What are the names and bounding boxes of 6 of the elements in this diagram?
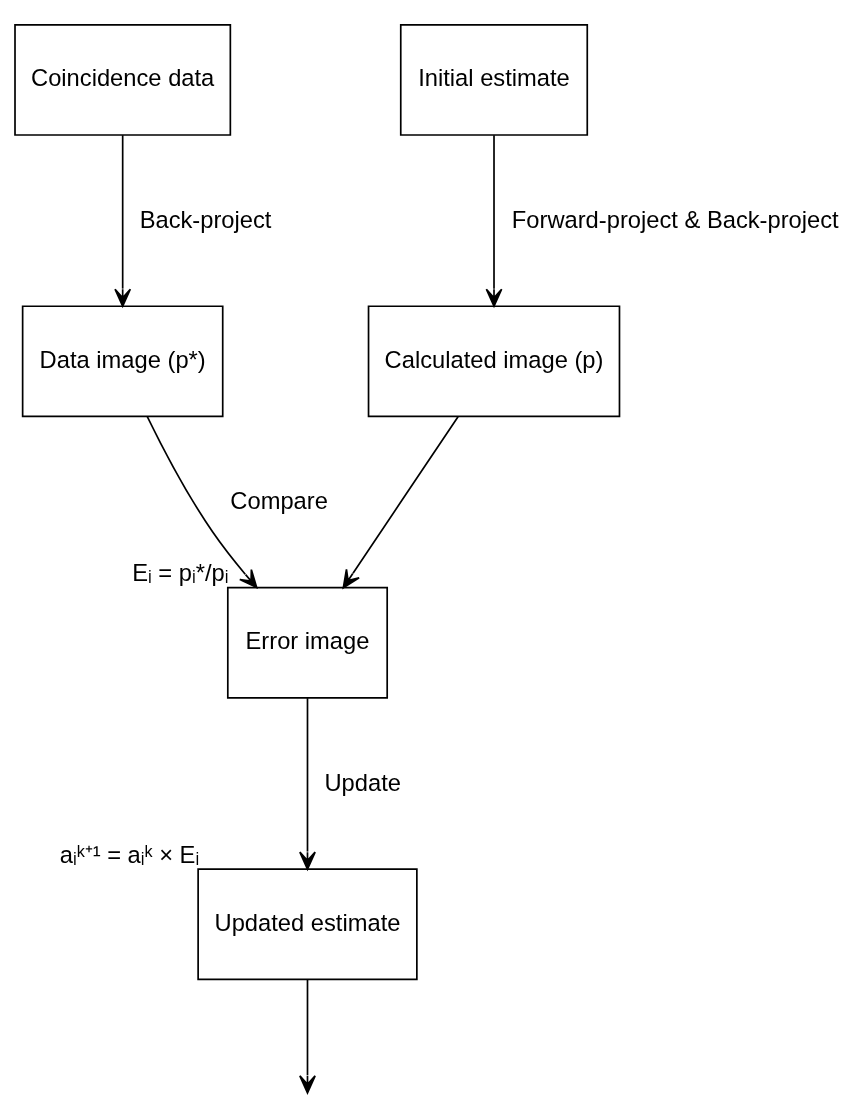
node-label: Eᵢ = pᵢ*/pᵢ bbox=[132, 559, 229, 586]
edge-label: Back-project bbox=[139, 206, 272, 233]
edge-label: Update bbox=[324, 769, 401, 796]
edge-label: Forward-project & Back-project bbox=[511, 206, 839, 233]
edge-label: Compare bbox=[230, 487, 328, 514]
node-label: aᵢᵏ⁺¹ = aᵢᵏ × Eᵢ bbox=[59, 841, 200, 868]
